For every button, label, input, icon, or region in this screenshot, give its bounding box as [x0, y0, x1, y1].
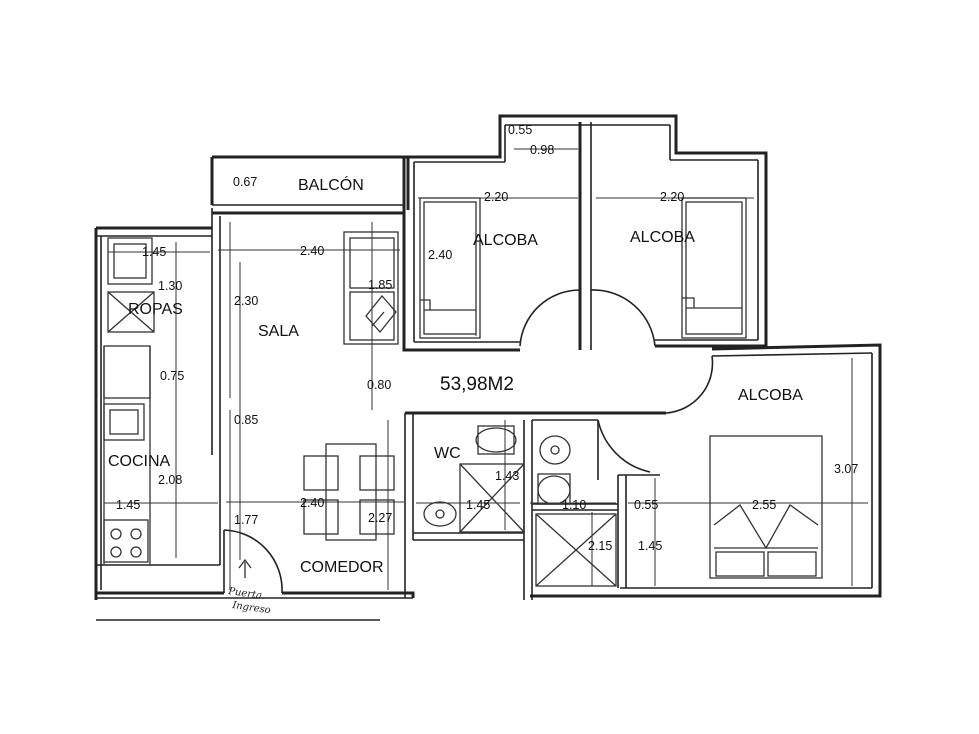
- dim-label: 1.43: [495, 469, 519, 483]
- dim-label: 2.30: [234, 294, 258, 308]
- showers: [459, 463, 617, 587]
- dim-label: 0.55: [508, 123, 532, 137]
- dim-label: 0.85: [234, 413, 258, 427]
- room-labels: BALCÓN ALCOBA ALCOBA ALCOBA SALA ROPAS C…: [108, 175, 803, 616]
- dim-label: 2.55: [752, 498, 776, 512]
- furniture: [103, 197, 823, 594]
- dim-label: 1.45: [116, 498, 140, 512]
- dim-label: 2.27: [368, 511, 392, 525]
- room-label-sala: SALA: [258, 323, 299, 340]
- room-label-ropas: ROPAS: [128, 301, 183, 318]
- dim-label: 1.10: [562, 498, 586, 512]
- dim-label: 1.45: [466, 498, 490, 512]
- room-label-alcoba-1: ALCOBA: [473, 232, 538, 249]
- dim-label: 1.77: [234, 513, 258, 527]
- entrance-note-line2: Ingreso: [231, 600, 272, 616]
- walls: [94, 114, 882, 621]
- dim-label: 0.80: [367, 378, 391, 392]
- dim-label: 2.20: [484, 190, 508, 204]
- dim-label: 2.40: [300, 496, 324, 510]
- dim-label: 1.30: [158, 279, 182, 293]
- dim-label: 1.45: [142, 245, 166, 259]
- room-label-wc: WC: [434, 445, 461, 462]
- dim-label: 2.20: [660, 190, 684, 204]
- entrance-note-line1: Puerta: [227, 586, 263, 602]
- dimension-labels: 0.55 0.98 0.67 2.20 2.20 2.40 2.40 1.45 …: [116, 123, 858, 553]
- dim-label: 0.55: [634, 498, 658, 512]
- dim-label: 2.15: [588, 539, 612, 553]
- dim-label: 0.98: [530, 143, 554, 157]
- dim-label: 0.75: [160, 369, 184, 383]
- dim-label: 2.40: [300, 244, 324, 258]
- total-area-label: 53,98M2: [440, 374, 514, 395]
- dim-label: 0.67: [233, 175, 257, 189]
- room-label-alcoba-2: ALCOBA: [630, 229, 695, 246]
- dim-label: 2.08: [158, 473, 182, 487]
- dim-label: 1.85: [368, 278, 392, 292]
- dim-label: 3.07: [834, 462, 858, 476]
- room-label-balcon: BALCÓN: [298, 175, 364, 194]
- room-label-comedor: COMEDOR: [300, 559, 384, 576]
- room-label-cocina: COCINA: [108, 453, 171, 470]
- dimension-lines: [104, 148, 868, 590]
- room-label-alcoba-3: ALCOBA: [738, 387, 803, 404]
- dim-label: 1.45: [638, 539, 662, 553]
- dim-label: 2.40: [428, 248, 452, 262]
